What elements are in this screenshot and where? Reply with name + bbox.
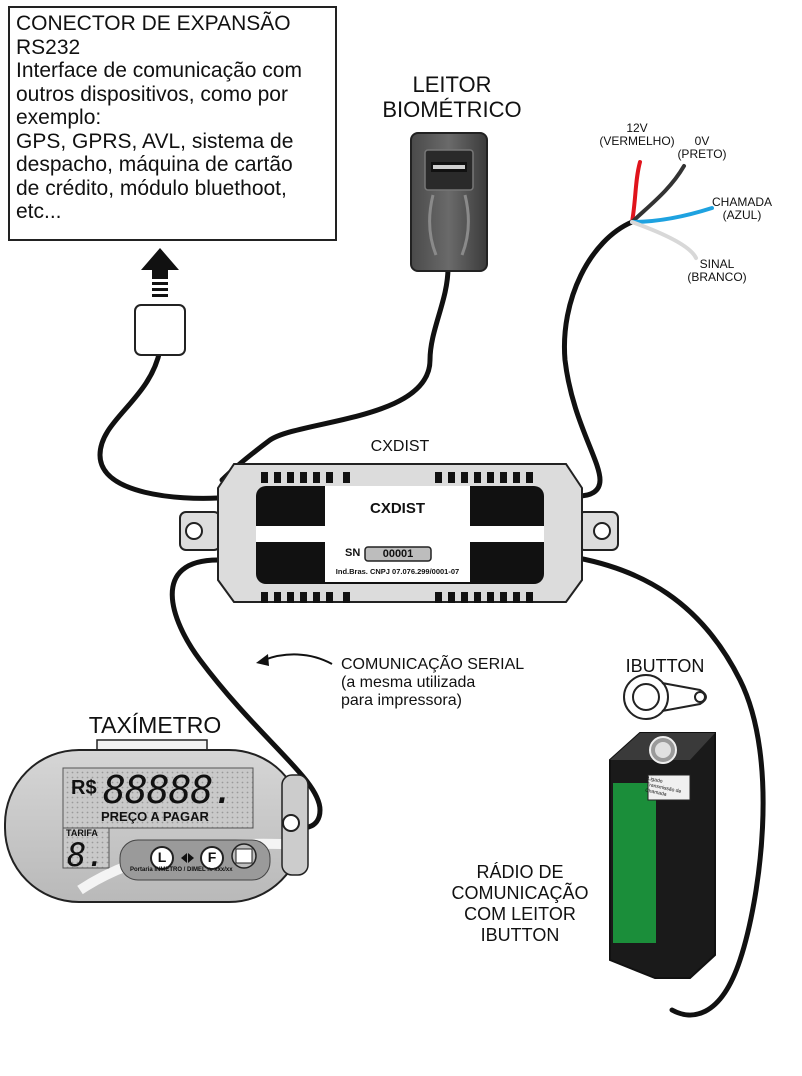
expansion-cable: [97, 347, 221, 501]
taximeter-price-label: PREÇO A PAGAR: [101, 809, 209, 824]
cxdist-sn-value: 00001: [382, 548, 414, 560]
radio-label: RÁDIO DE COMUNICAÇÃO COM LEITOR IBUTTON: [436, 862, 604, 946]
cxdist-caption: CXDIST: [370, 438, 430, 455]
taximeter-f-button[interactable]: F: [207, 849, 217, 865]
radio-label-line4: IBUTTON: [480, 925, 560, 945]
wire-call-line1: CHAMADA: [711, 195, 772, 209]
ibutton-key-icon: [623, 674, 707, 720]
taximeter-display: 88888.: [103, 768, 235, 812]
description-line: outros dispositivos, como por: [16, 82, 288, 106]
serial-comm-line1: COMUNICAÇÃO SERIAL: [341, 656, 525, 673]
taximeter-title: TAXÍMETRO: [88, 712, 222, 738]
taximeter-tariff-label: TARIFA: [66, 828, 98, 838]
biometric-reader-label: LEITOR BIOMÉTRICO: [372, 72, 532, 122]
black-wire: [630, 164, 686, 224]
wire-call-line2: (AZUL): [722, 208, 762, 222]
expansion-connector-subtitle: RS232: [16, 35, 81, 59]
description-line: exemplo:: [16, 106, 102, 129]
serial-cable: [169, 557, 323, 831]
up-arrow-icon: [141, 248, 179, 297]
cxdist-box: [179, 463, 619, 603]
wire-signal-label: SINAL (BRANCO): [682, 258, 752, 284]
cxdist-sn-label: SN: [345, 547, 361, 559]
serial-comm-line2: (a mesma utilizada: [341, 674, 476, 691]
description-line: etc...: [16, 200, 62, 223]
wire-call-label: CHAMADA (AZUL): [710, 196, 774, 222]
wire-signal-line1: SINAL: [699, 257, 735, 271]
taximeter-tariff-digit: 8.: [67, 836, 106, 874]
description-line: Interface de comunicação com: [16, 59, 302, 82]
power-cable: [561, 219, 635, 499]
ibutton-label: IBUTTON: [625, 656, 705, 676]
biometric-cable: [219, 265, 451, 483]
taximeter-l-button[interactable]: L: [157, 849, 167, 865]
wire-0v-line2: (PRETO): [677, 147, 727, 161]
description-line: GPS, GPRS, AVL, sistema de: [16, 129, 294, 153]
description-line: despacho, máquina de cartão: [16, 153, 293, 176]
wire-0v-line1: 0V: [694, 134, 710, 148]
radio-label-line3: COM LEITOR: [464, 904, 576, 924]
expansion-connector-plug: [134, 304, 186, 356]
taximeter-currency: R$: [71, 777, 97, 799]
white-wire: [630, 220, 698, 260]
blue-wire: [630, 206, 714, 224]
serial-comm-label: COMUNICAÇÃO SERIAL (a mesma utilizada pa…: [341, 656, 524, 710]
biometric-label-line2: BIOMÉTRICO: [382, 97, 522, 122]
expansion-connector-title: CONECTOR DE EXPANSÃO: [16, 12, 291, 35]
expansion-connector-callout: CONECTOR DE EXPANSÃO RS232 Interface de …: [8, 6, 337, 241]
serial-arrow-icon: [256, 653, 333, 666]
biometric-label-line1: LEITOR: [412, 72, 492, 97]
taximeter-footer: Portaria INMETRO / DIMEL n. xxx/xx: [130, 867, 233, 873]
wire-signal-line2: (BRANCO): [687, 270, 747, 284]
cxdist-cnpj: Ind.Bras. CNPJ 07.076.299/0001-07: [335, 567, 460, 576]
radio-label-line2: COMUNICAÇÃO: [451, 883, 589, 903]
wire-12v-line1: 12V: [626, 121, 648, 135]
red-wire: [630, 160, 642, 224]
biometric-reader-device: [410, 132, 488, 272]
radio-cable: [575, 555, 766, 1018]
cxdist-label-title: CXDIST: [369, 500, 425, 517]
radio-device: [609, 732, 716, 979]
taximeter-device: [4, 739, 309, 903]
serial-comm-line3: para impressora): [341, 692, 462, 709]
radio-label-line1: RÁDIO DE: [476, 862, 564, 882]
wire-12v-label: 12V (VERMELHO): [592, 122, 682, 148]
wire-12v-line2: (VERMELHO): [599, 134, 675, 148]
wire-0v-label: 0V (PRETO): [674, 135, 730, 161]
description-line: de crédito, módulo bluethoot,: [16, 176, 287, 200]
